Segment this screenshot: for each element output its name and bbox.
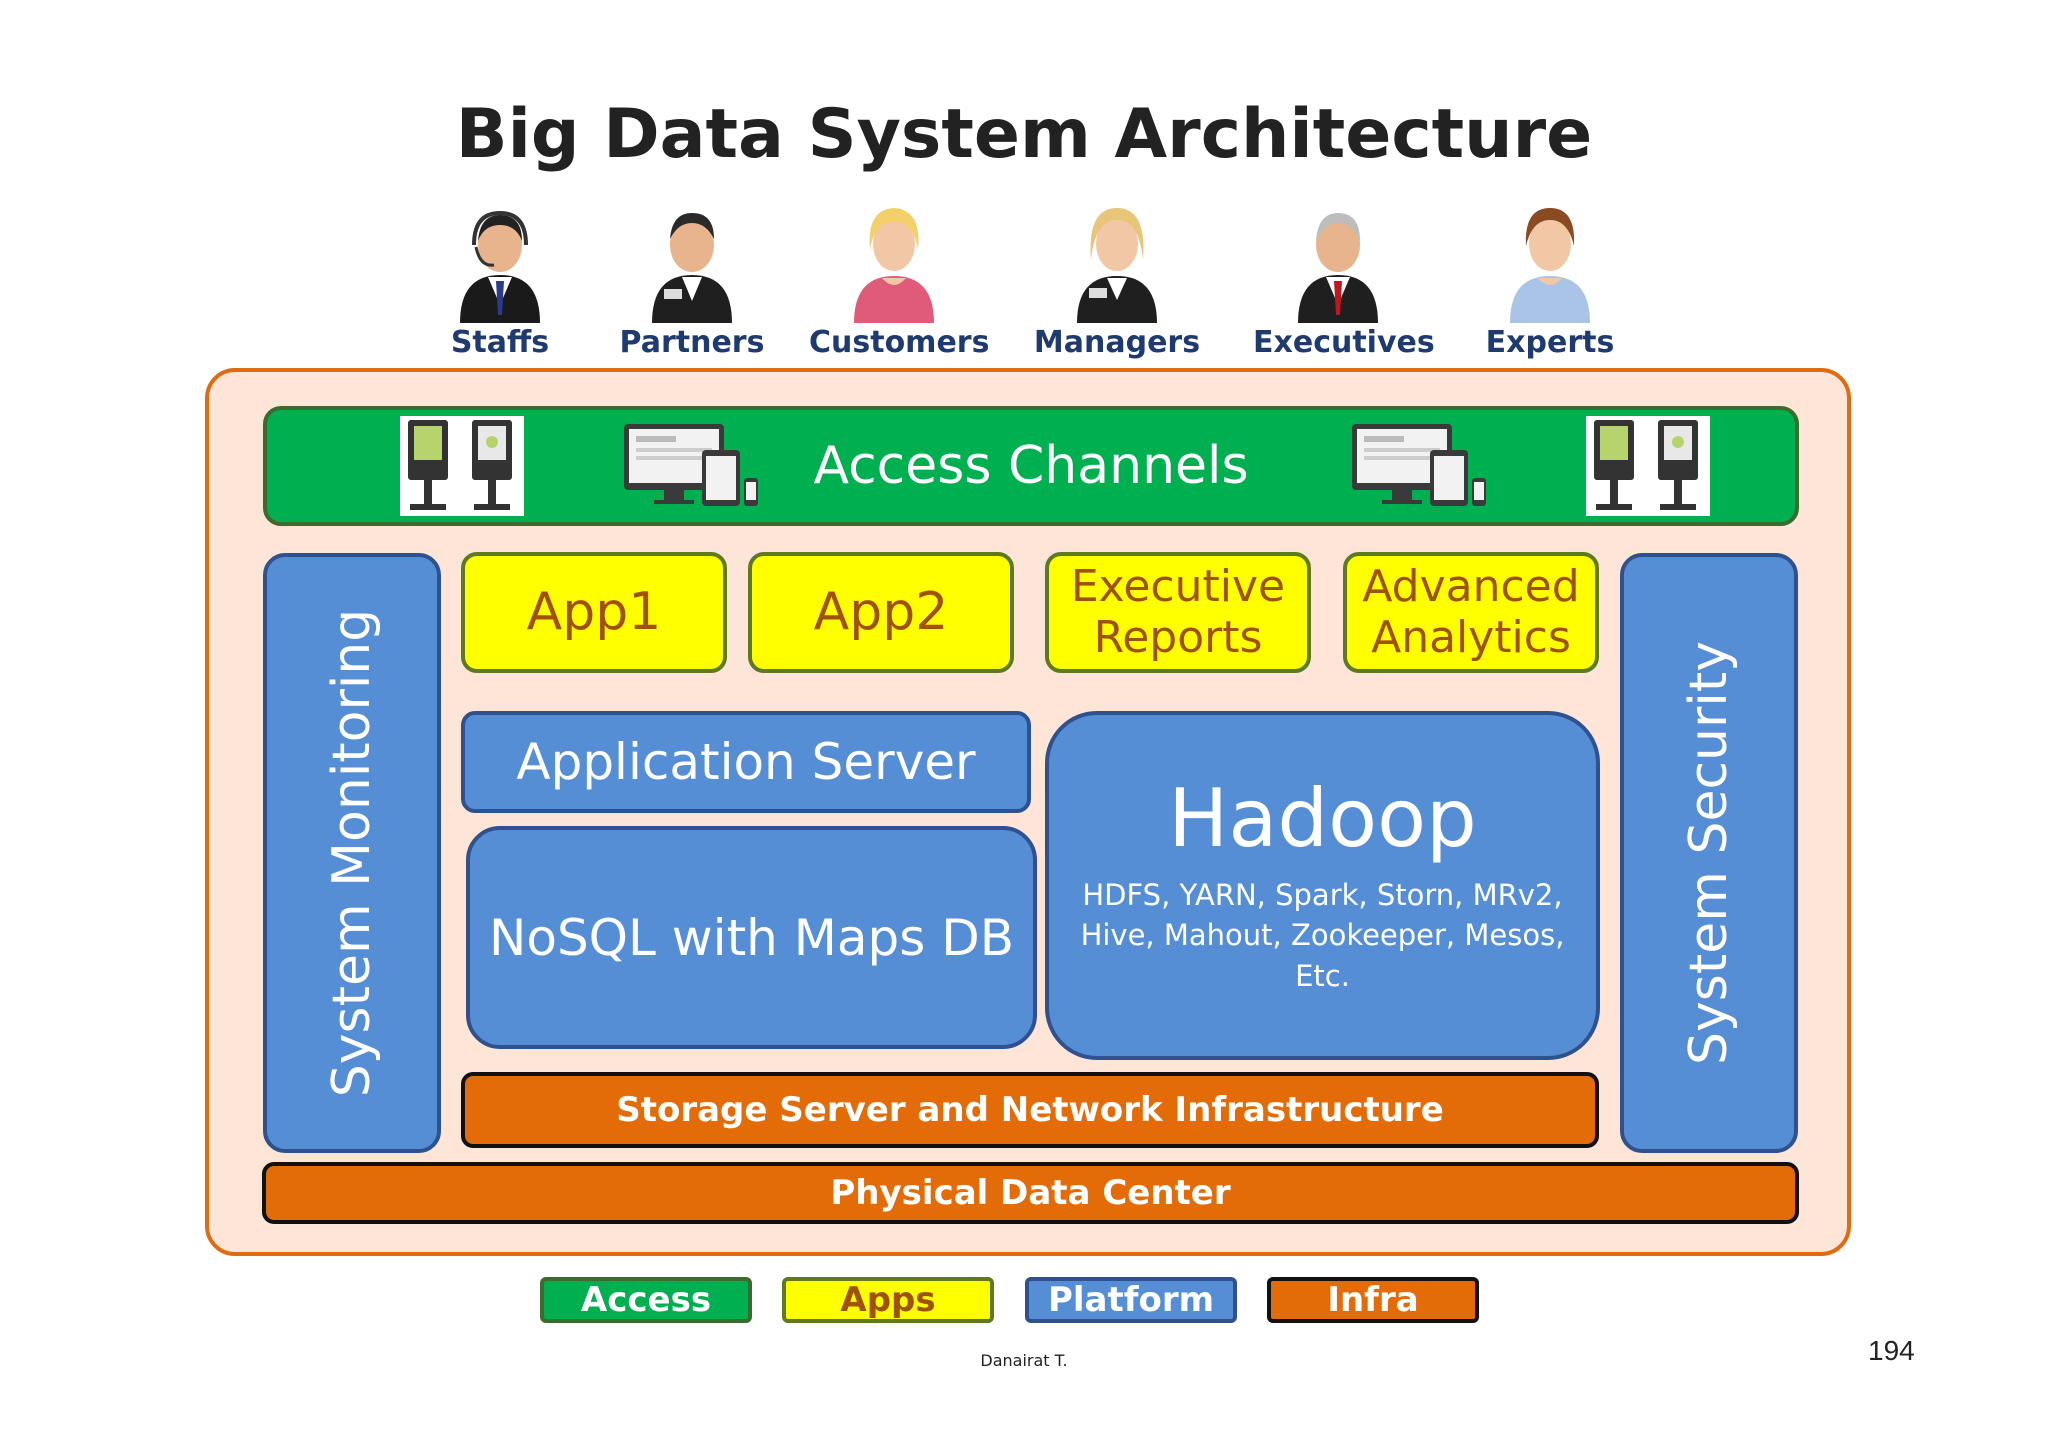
- kiosk-icon: [1586, 416, 1710, 516]
- desktop-devices-icon: [1352, 424, 1486, 506]
- legend-access: Access: [540, 1277, 752, 1323]
- kiosk-icon: [400, 416, 524, 516]
- hadoop-title: Hadoop: [1168, 771, 1477, 865]
- system-monitoring-bar: System Monitoring: [263, 553, 441, 1153]
- executive-reports-label: Executive Reports: [1070, 560, 1286, 663]
- user-label: Managers: [1033, 325, 1201, 360]
- user-experts: Experts: [1465, 200, 1635, 360]
- customer-icon: [854, 208, 934, 323]
- page-number: 194: [1868, 1335, 1915, 1366]
- app1-box: App1: [461, 552, 727, 673]
- expert-icon: [1510, 208, 1590, 323]
- nosql-box: NoSQL with Maps DB: [466, 826, 1037, 1049]
- storage-network-bar: Storage Server and Network Infrastructur…: [461, 1072, 1599, 1148]
- physical-data-center-bar: Physical Data Center: [262, 1162, 1799, 1224]
- legend-infra: Infra: [1267, 1277, 1479, 1323]
- system-security-label: System Security: [1679, 641, 1739, 1065]
- user-managers: Managers: [1032, 200, 1202, 360]
- user-label: Executives: [1253, 325, 1435, 360]
- user-customers: Customers: [809, 200, 990, 360]
- legend-platform: Platform: [1025, 1277, 1237, 1323]
- advanced-analytics-label: Advanced Analytics: [1362, 560, 1580, 663]
- legend-apps: Apps: [782, 1277, 994, 1323]
- support-staff-icon: [460, 210, 540, 323]
- executive-icon: [1298, 213, 1378, 323]
- user-label: Customers: [809, 325, 990, 360]
- application-server-box: Application Server: [461, 711, 1031, 813]
- system-monitoring-label: System Monitoring: [322, 608, 382, 1098]
- system-security-bar: System Security: [1620, 553, 1798, 1153]
- user-partners: Partners: [607, 205, 777, 360]
- user-label: Staffs: [450, 325, 550, 360]
- app2-box: App2: [748, 552, 1014, 673]
- hadoop-box: Hadoop HDFS, YARN, Spark, Storn, MRv2, H…: [1045, 711, 1600, 1060]
- hadoop-components: HDFS, YARN, Spark, Storn, MRv2, Hive, Ma…: [1080, 877, 1565, 993]
- user-label: Experts: [1485, 325, 1615, 360]
- advanced-analytics-box: Advanced Analytics: [1343, 552, 1599, 673]
- user-staffs: Staffs: [415, 205, 585, 360]
- desktop-devices-icon: [624, 424, 758, 506]
- executive-reports-box: Executive Reports: [1045, 552, 1311, 673]
- footer-author: Danairat T.: [980, 1351, 1068, 1370]
- access-channels-label: Access Channels: [813, 436, 1249, 496]
- page-title: Big Data System Architecture: [455, 95, 1593, 174]
- partner-icon: [652, 213, 732, 323]
- user-executives: Executives: [1253, 205, 1435, 360]
- manager-icon: [1077, 208, 1157, 323]
- user-label: Partners: [619, 325, 765, 360]
